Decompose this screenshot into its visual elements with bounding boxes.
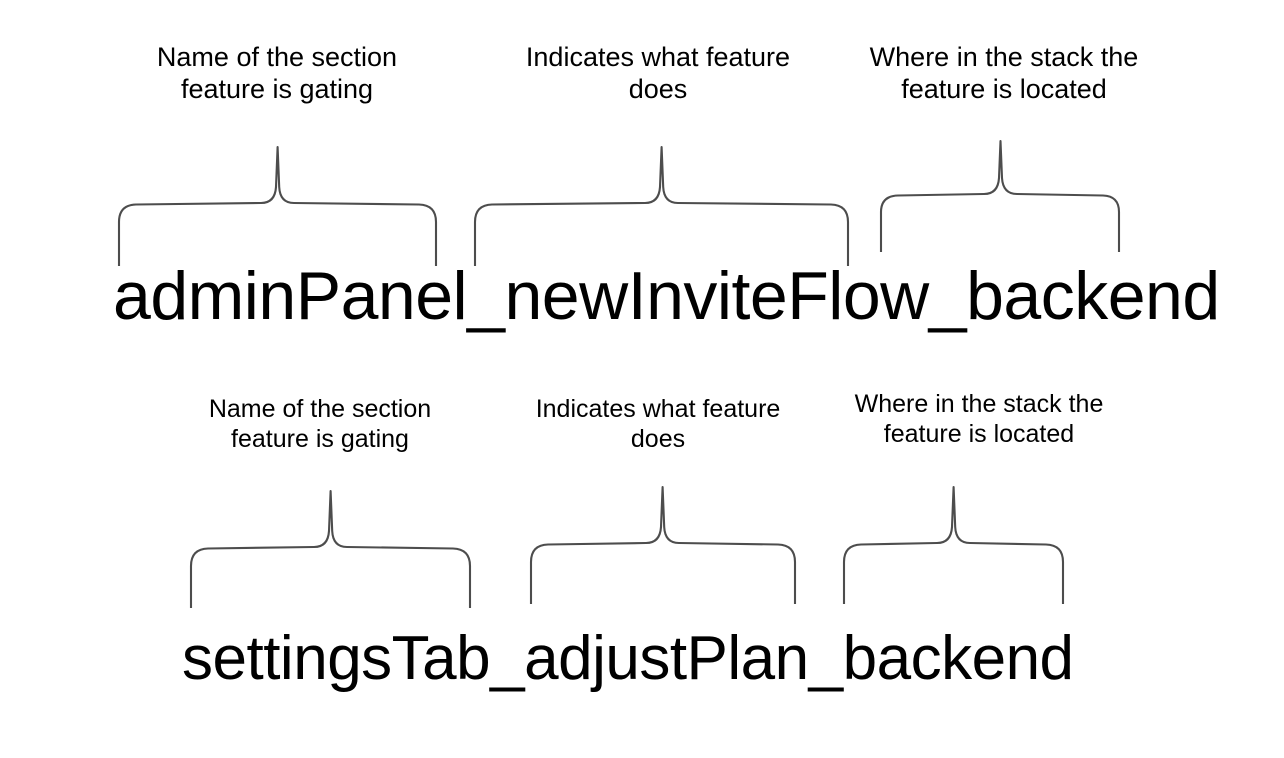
caption-row2-segment1: Name of the section feature is gating <box>208 395 432 453</box>
curly-brace-row2-segment3 <box>837 480 1071 606</box>
caption-row1-segment1: Name of the section feature is gating <box>156 42 398 104</box>
caption-row2-segment3: Where in the stack the feature is locate… <box>854 390 1104 448</box>
caption-row1-segment3: Where in the stack the feature is locate… <box>869 42 1139 104</box>
caption-row2-segment2: Indicates what feature does <box>535 395 781 453</box>
curly-brace-row2-segment2 <box>524 480 803 606</box>
curly-brace-row1-segment2 <box>468 140 856 268</box>
feature-flag-string-row2: settingsTab_adjustPlan_backend <box>182 624 1074 693</box>
feature-flag-string-row1: adminPanel_newInviteFlow_backend <box>113 258 1220 334</box>
curly-brace-row2-segment1 <box>184 484 478 610</box>
curly-brace-row1-segment3 <box>874 134 1126 254</box>
curly-brace-row1-segment1 <box>112 140 444 268</box>
caption-row1-segment2: Indicates what feature does <box>525 42 791 104</box>
